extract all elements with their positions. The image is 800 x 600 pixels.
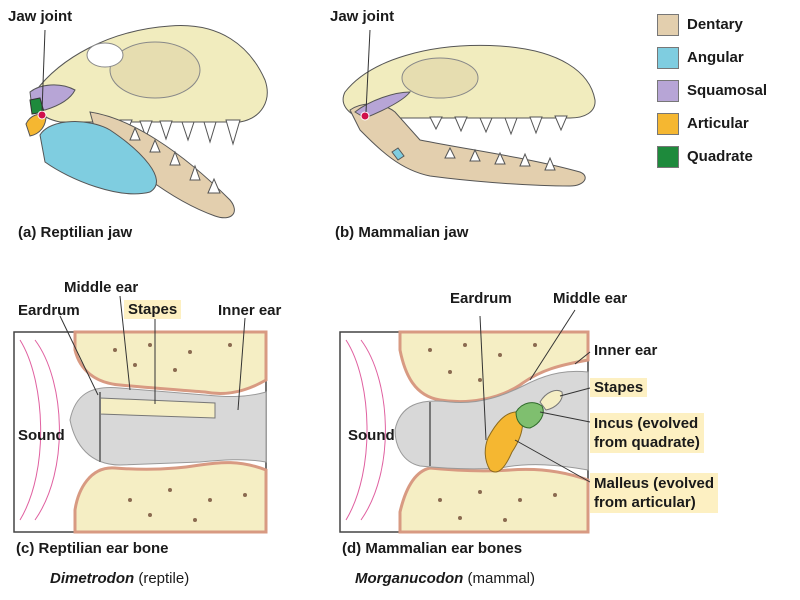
inner-ear-label-d: Inner ear bbox=[594, 342, 658, 359]
species-name-c: Dimetrodon bbox=[50, 570, 135, 587]
dentary-swatch bbox=[657, 13, 679, 36]
caption-mammalian-jaw: (b) Mammalian jaw bbox=[335, 224, 469, 241]
color-legend: Dentary Angular Squamosal Articular Quad… bbox=[657, 8, 797, 173]
caption-mammalian-ear: (d) Mammalian ear bones bbox=[342, 540, 523, 557]
malleus-line-1: Malleus (evolved bbox=[594, 475, 715, 492]
articular-swatch bbox=[657, 112, 679, 135]
malleus-line-2: from articular) bbox=[594, 494, 696, 511]
sound-label-d: Sound bbox=[348, 427, 395, 444]
malleus-bone bbox=[484, 411, 523, 473]
reptilian-angular bbox=[39, 121, 157, 195]
middle-ear-label-c: Middle ear bbox=[64, 279, 139, 296]
incus-line-1: Incus (evolved bbox=[594, 415, 699, 432]
reptilian-skull bbox=[33, 25, 268, 146]
legend-label: Squamosal bbox=[687, 82, 768, 99]
caption-reptilian-ear: (c) Reptilian ear bone bbox=[16, 540, 169, 557]
eardrum-label-c: Eardrum bbox=[18, 302, 80, 319]
middle-ear-label-d: Middle ear bbox=[553, 290, 628, 307]
incus-label-d: Incus (evolved from quadrate) bbox=[590, 413, 704, 453]
reptilian-jaw-joint-dot bbox=[37, 110, 47, 120]
species-reptile: Dimetrodon (reptile) bbox=[50, 570, 189, 587]
jaw-joint-label-b: Jaw joint bbox=[330, 8, 395, 25]
sound-label-c: Sound bbox=[18, 427, 65, 444]
stapes-label-c: Stapes bbox=[124, 300, 182, 319]
incus-line-2: from quadrate) bbox=[594, 434, 700, 451]
mammalian-squamosal bbox=[354, 91, 412, 119]
legend-item-dentary: Dentary bbox=[657, 8, 797, 41]
legend-item-articular: Articular bbox=[657, 107, 797, 140]
jaw-joint-label-a: Jaw joint bbox=[8, 8, 73, 25]
malleus-label-d: Malleus (evolved from articular) bbox=[590, 473, 719, 513]
stapes-bone bbox=[539, 389, 563, 411]
legend-item-squamosal: Squamosal bbox=[657, 74, 797, 107]
caption-reptilian-jaw: (a) Reptilian jaw bbox=[18, 224, 133, 241]
quadrate-swatch bbox=[657, 145, 679, 168]
legend-label: Dentary bbox=[687, 16, 743, 33]
eardrum-label-d: Eardrum bbox=[450, 290, 512, 307]
reptilian-ear-diagram bbox=[13, 295, 268, 534]
stapes-label-d: Stapes bbox=[590, 378, 648, 397]
mammalian-skull bbox=[342, 44, 596, 136]
squamosal-swatch bbox=[657, 79, 679, 102]
legend-label: Angular bbox=[687, 49, 744, 66]
incus-bone bbox=[515, 402, 544, 429]
species-note-c: (reptile) bbox=[134, 570, 190, 587]
legend-item-angular: Angular bbox=[657, 41, 797, 74]
species-name-d: Morganucodon bbox=[355, 570, 464, 587]
inner-ear-label-c: Inner ear bbox=[218, 302, 282, 319]
legend-label: Quadrate bbox=[687, 148, 753, 165]
species-mammal: Morganucodon (mammal) bbox=[355, 570, 535, 587]
legend-item-quadrate: Quadrate bbox=[657, 140, 797, 173]
mammalian-jaw-joint-dot bbox=[360, 111, 370, 121]
angular-swatch bbox=[657, 46, 679, 69]
mammalian-angular-remnant bbox=[391, 147, 405, 161]
species-note-d: (mammal) bbox=[463, 570, 535, 587]
mammalian-ear-diagram bbox=[339, 309, 591, 534]
legend-label: Articular bbox=[687, 115, 749, 132]
